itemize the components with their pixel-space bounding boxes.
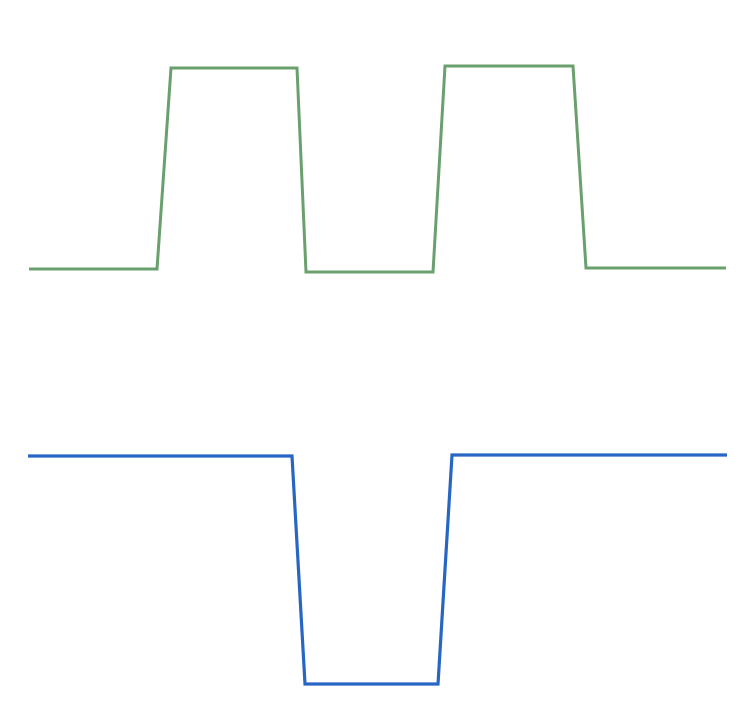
upper-pulse-train [29,64,726,274]
lower-negative-pulse [28,453,727,686]
